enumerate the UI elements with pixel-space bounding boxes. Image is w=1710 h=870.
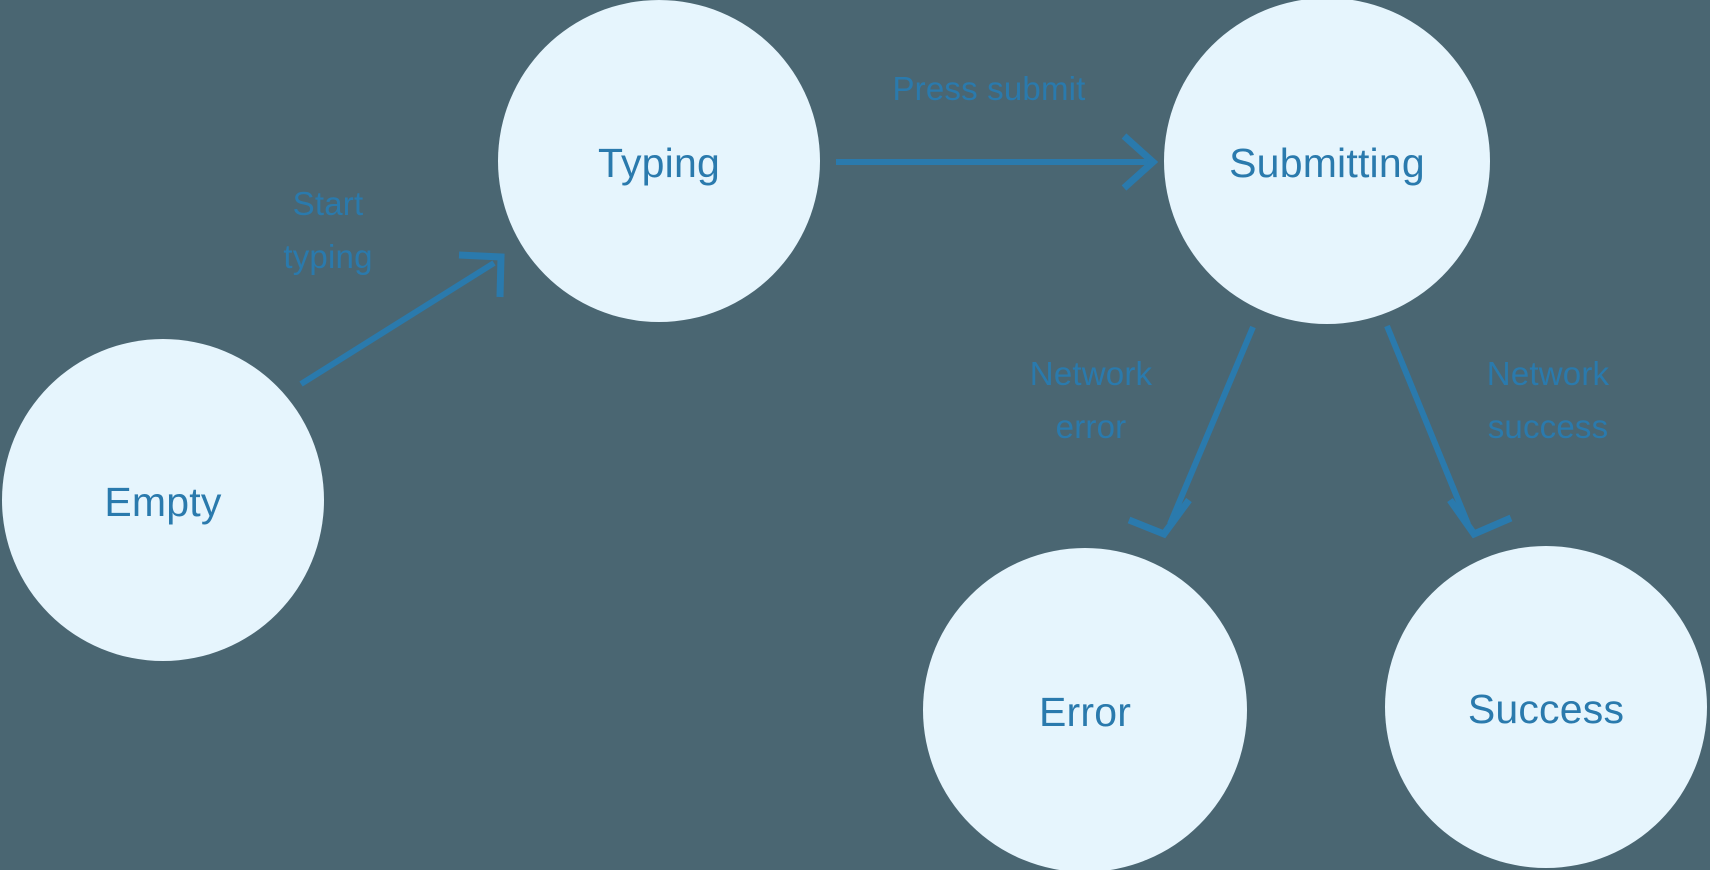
edge-label-start-typing-line-2: typing <box>283 238 372 275</box>
state-node-typing-label: Typing <box>598 140 720 186</box>
edge-label-network-error: Network error <box>1030 355 1153 445</box>
state-node-success-circle[interactable] <box>1385 546 1707 868</box>
edge-label-start-typing-line-1: Start <box>293 185 364 222</box>
edge-label-press-submit: Press submit <box>892 70 1085 107</box>
edge-submitting-to-error-line <box>1167 325 1256 526</box>
edge-empty-to-typing-arrowhead <box>458 251 505 298</box>
state-node-typing-circle[interactable] <box>498 0 820 322</box>
edge-label-network-success: Network success <box>1487 355 1610 445</box>
state-node-error-circle[interactable] <box>923 548 1247 870</box>
state-node-error[interactable]: Error <box>923 548 1247 870</box>
edge-submitting-to-success-arrowhead <box>1447 497 1513 539</box>
edge-label-network-error-line-1: Network <box>1030 355 1153 392</box>
edge-typing-to-submitting <box>836 133 1159 191</box>
edge-label-network-error-line-2: error <box>1056 408 1127 445</box>
edge-label-network-success-line-2: success <box>1488 408 1609 445</box>
state-node-empty-circle[interactable] <box>2 339 324 661</box>
state-node-submitting-circle[interactable] <box>1164 0 1490 324</box>
state-node-empty[interactable]: Empty <box>2 339 324 661</box>
edge-label-network-success-line-1: Network <box>1487 355 1610 392</box>
state-node-typing[interactable]: Typing <box>498 0 820 322</box>
state-node-success-label: Success <box>1468 686 1624 732</box>
edge-submitting-to-error <box>1127 325 1256 539</box>
edge-submitting-to-success <box>1384 324 1513 539</box>
state-node-error-label: Error <box>1039 689 1131 735</box>
edge-typing-to-submitting-arrowhead <box>1121 133 1159 191</box>
state-node-submitting[interactable]: Submitting <box>1164 0 1490 324</box>
edge-label-start-typing: Start typing <box>283 185 372 275</box>
edge-empty-to-typing-line <box>299 260 496 387</box>
edge-label-press-submit-line-1: Press submit <box>892 70 1085 107</box>
state-node-empty-label: Empty <box>104 479 221 525</box>
state-node-success[interactable]: Success <box>1385 546 1707 868</box>
edge-submitting-to-success-line <box>1384 324 1471 526</box>
state-node-submitting-label: Submitting <box>1229 140 1425 186</box>
edge-submitting-to-error-arrowhead <box>1127 497 1192 539</box>
edge-empty-to-typing <box>299 251 505 387</box>
